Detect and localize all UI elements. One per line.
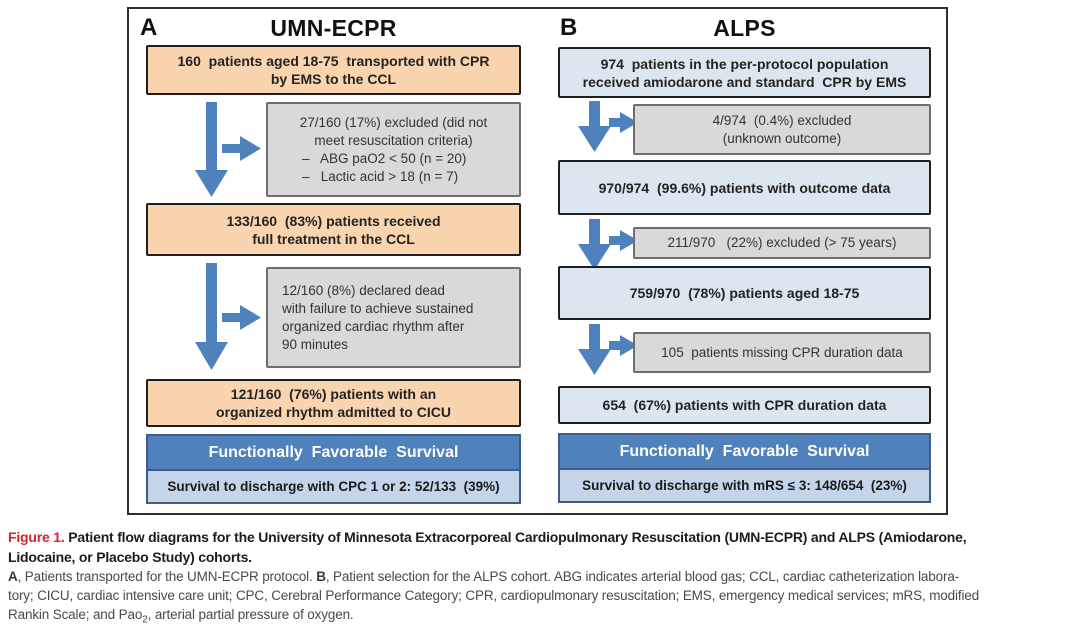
- panel-a-exclusion-box-1: 27/160 (17%) excluded (did not meet resu…: [266, 102, 521, 197]
- panel-b-flow-arrow-1-icon: [578, 101, 638, 152]
- panel-a-flow-arrow-2-icon: [195, 263, 261, 370]
- figure-caption: Figure 1. Patient flow diagrams for the …: [8, 527, 1078, 626]
- caption-body-line-1: A, Patients transported for the UMN-ECPR…: [8, 569, 960, 584]
- panel-b-duration-box: 654 (67%) patients with CPR duration dat…: [558, 386, 931, 424]
- panel-b-exclusion-box-3: 105 patients missing CPR duration data: [633, 332, 931, 373]
- panel-a-survival-header: Functionally Favorable Survival: [148, 436, 519, 471]
- panel-b-population-box: 974 patients in the per-protocol populat…: [558, 47, 931, 98]
- panel-a-enrollment-box: 160 patients aged 18-75 transported with…: [146, 45, 521, 95]
- caption-title-line-2: Lidocaine, or Placebo Study) cohorts.: [8, 549, 252, 565]
- caption-title-line-1: Figure 1. Patient flow diagrams for the …: [8, 529, 967, 545]
- panel-b-title: ALPS: [713, 15, 776, 41]
- panel-b-exclusion-box-2: 211/970 (22%) excluded (> 75 years): [633, 227, 931, 259]
- caption-body-line-2: tory; CICU, cardiac intensive care unit;…: [8, 588, 980, 603]
- panel-a-admitted-box: 121/160 (76%) patients with an organized…: [146, 379, 521, 427]
- panel-a-treatment-box: 133/160 (83%) patients received full tre…: [146, 203, 521, 256]
- panel-b-label: B: [560, 14, 578, 41]
- panel-b-flow-arrow-2-icon: [578, 219, 638, 270]
- panel-b-flow-arrow-3-icon: [578, 324, 638, 375]
- figure-frame: A UMN-ECPR 160 patients aged 18-75 trans…: [127, 7, 948, 515]
- panel-b-exclusion-box-1: 4/974 (0.4%) excluded (unknown outcome): [633, 104, 931, 155]
- panel-a-label: A: [140, 14, 158, 41]
- panel-a-exclusion-box-2: 12/160 (8%) declared dead with failure t…: [266, 267, 521, 368]
- panel-a-title: UMN-ECPR: [270, 15, 397, 41]
- caption-body-line-3: Rankin Scale; and Pao2, arterial partial…: [8, 607, 354, 626]
- panel-b-age-box: 759/970 (78%) patients aged 18-75: [558, 266, 931, 320]
- panel-b-outcome-box: 970/974 (99.6%) patients with outcome da…: [558, 160, 931, 215]
- panel-a-survival-result: Survival to discharge with CPC 1 or 2: 5…: [148, 471, 519, 502]
- panel-b-survival-header: Functionally Favorable Survival: [560, 435, 929, 470]
- panel-a-survival-panel: Functionally Favorable Survival Survival…: [146, 434, 521, 504]
- panel-b-survival-panel: Functionally Favorable Survival Survival…: [558, 433, 931, 503]
- panel-b-survival-result: Survival to discharge with mRS ≤ 3: 148/…: [560, 470, 929, 501]
- figure-number-label: Figure 1.: [8, 529, 65, 545]
- panel-a-flow-arrow-1-icon: [195, 102, 261, 197]
